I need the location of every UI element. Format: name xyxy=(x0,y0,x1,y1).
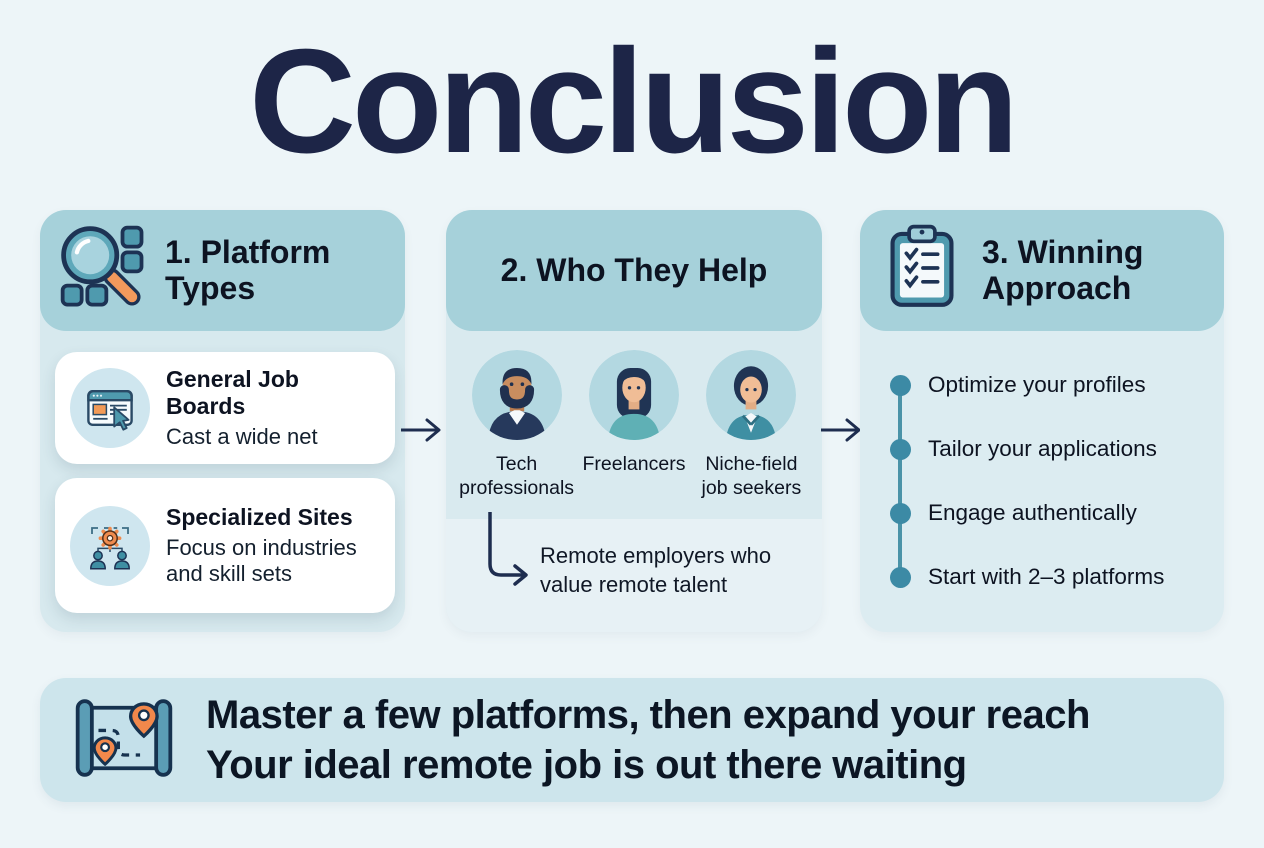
timeline-dot xyxy=(890,566,911,588)
timeline-dot xyxy=(890,502,911,524)
step-optimize-profiles-label: Optimize your profiles xyxy=(928,372,1146,397)
page-title: Conclusion xyxy=(249,19,1019,184)
freelancer-avatar xyxy=(588,350,679,440)
card-specialized-sites: Specialized Sites Focus on industries an… xyxy=(55,478,395,613)
column-winning-approach-title: 3. Winning Approach xyxy=(982,233,1144,306)
card-specialized-sites-title: Specialized Sites xyxy=(166,504,353,531)
right-arrow-icon xyxy=(819,415,865,450)
clipboard-checklist-icon xyxy=(876,222,968,319)
niche-field-avatar xyxy=(706,350,797,440)
step-tailor-applications: Tailor your applications xyxy=(860,434,1216,464)
column-winning-approach: 3. Winning Approach Optimize your profil… xyxy=(860,210,1224,632)
card-specialized-sites-subtitle: Focus on industries and skill sets xyxy=(166,535,357,586)
personas-row: Tech professionals Freelancers xyxy=(446,350,822,501)
persona-tech-professionals: Tech professionals xyxy=(458,350,575,501)
column-who-they-help-title: 2. Who They Help xyxy=(500,251,768,288)
persona-freelancers: Freelancers xyxy=(575,350,692,501)
elbow-arrow-icon xyxy=(484,510,538,595)
conclusion-banner: Master a few platforms, then expand your… xyxy=(40,678,1224,802)
step-optimize-profiles: Optimize your profiles xyxy=(860,370,1216,400)
right-arrow-icon xyxy=(399,415,445,450)
card-general-job-boards-title: General Job Boards xyxy=(166,366,299,420)
banner-line-2: Your ideal remote job is out there waiti… xyxy=(206,743,967,787)
column-platform-types-title: 1. Platform Types xyxy=(165,233,331,306)
browser-cursor-icon xyxy=(70,368,150,448)
step-start-platforms: Start with 2–3 platforms xyxy=(860,562,1216,592)
column-who-they-help: 2. Who They Help Tech professi xyxy=(446,210,822,632)
step-start-platforms-label: Start with 2–3 platforms xyxy=(928,564,1165,589)
column-who-they-help-header: 2. Who They Help xyxy=(446,210,822,331)
banner-text: Master a few platforms, then expand your… xyxy=(206,690,1090,790)
step-engage-authentically: Engage authentically xyxy=(860,498,1216,528)
banner-line-1: Master a few platforms, then expand your… xyxy=(206,693,1090,737)
persona-niche-field: Niche-field job seekers xyxy=(693,350,810,501)
column-platform-types-header: 1. Platform Types xyxy=(40,210,405,331)
card-general-job-boards: General Job Boards Cast a wide net xyxy=(55,352,395,464)
remote-employers-callout: Remote employers who value remote talent xyxy=(484,510,818,599)
gear-team-icon xyxy=(70,505,150,586)
timeline-line xyxy=(898,385,902,577)
card-general-job-boards-subtitle: Cast a wide net xyxy=(166,424,318,450)
timeline-dot xyxy=(890,438,911,460)
map-route-icon xyxy=(72,689,176,792)
tech-professional-avatar xyxy=(471,350,562,440)
step-tailor-applications-label: Tailor your applications xyxy=(928,436,1157,461)
persona-freelancers-label: Freelancers xyxy=(582,453,686,475)
persona-tech-professionals-label: Tech professionals xyxy=(459,453,575,500)
persona-niche-field-label: Niche-field job seekers xyxy=(701,453,802,500)
remote-employers-text: Remote employers who value remote talent xyxy=(540,543,772,597)
timeline-dot xyxy=(890,374,911,396)
magnifier-categories-icon xyxy=(56,221,151,321)
column-winning-approach-header: 3. Winning Approach xyxy=(860,210,1224,331)
column-platform-types: 1. Platform Types General Job Boards xyxy=(40,210,405,632)
step-engage-authentically-label: Engage authentically xyxy=(928,500,1137,525)
